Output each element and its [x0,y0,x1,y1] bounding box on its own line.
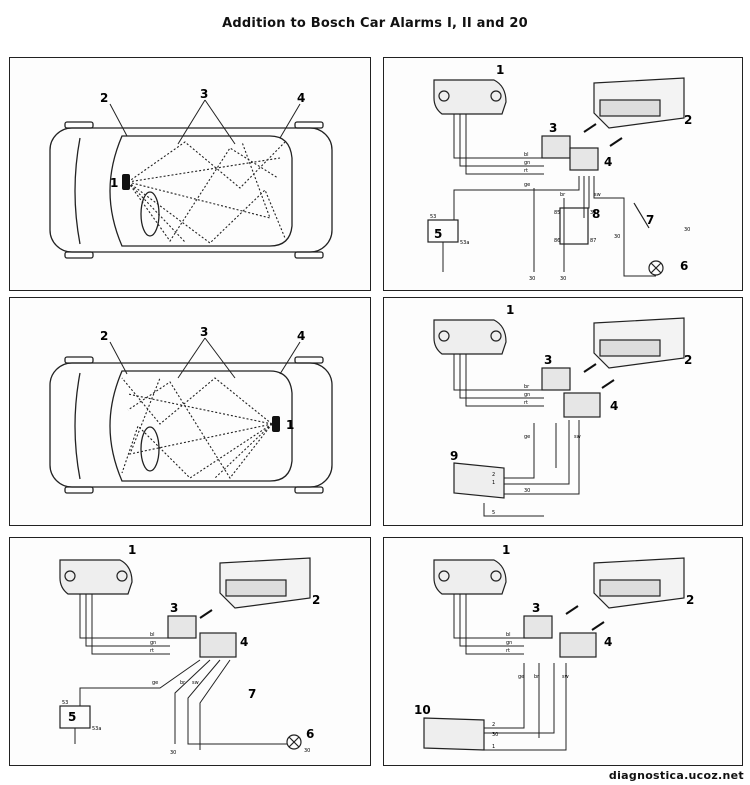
wire-gn: gn [506,640,512,646]
wire-gn: gn [524,160,530,166]
wire-rt: rt [524,168,528,174]
term-5: 5 [492,510,495,516]
term-2: 2 [492,722,495,728]
term-30-b: 30 [560,276,566,282]
wire-bl: bl [524,152,529,158]
term-30-relay: 30 [590,210,596,216]
label-4: 4 [240,635,248,649]
wire-rt: rt [506,648,510,654]
wire-br: br [524,384,530,390]
term-86: 86 [554,238,560,244]
label-9: 9 [450,449,458,463]
wiring-diagram-relay: 1 2 3 4 5 6 7 8 bl gn rt ge br sw 53 53a… [427,63,692,282]
car-top-view-diagram: 2 3 4 1 [49,87,333,259]
wire-br: br [534,674,540,680]
term-30-a: 30 [170,750,176,756]
label-2: 2 [684,113,692,127]
term-53a: 53a [460,240,469,246]
wire-bl: bl [150,632,155,638]
term-85: 85 [554,210,560,216]
label-4: 4 [604,155,612,169]
wire-ge: ge [524,182,530,188]
label-1: 1 [506,303,514,317]
wire-br: br [180,680,186,686]
label-2: 2 [686,593,694,607]
wire-ge: ge [518,674,524,680]
wire-sw: sw [192,680,199,686]
wiring-diagram-module-9: 1 2 3 4 9 br gn rt ge sw 2 1 30 5 [433,303,692,517]
wiring-diagram-horn: 1 2 3 4 5 6 7 bl gn rt ge br sw 53 53a 3… [59,543,320,756]
wire-sw: sw [562,674,569,680]
panel-wiring-module-10: 1 2 3 4 10 bl gn rt ge br sw 2 30 1 [383,537,743,766]
term-53a: 53a [92,726,101,732]
car-top-view-diagram-2: 2 3 4 1 [49,325,333,494]
label-7: 7 [248,687,256,701]
panel-wiring-module-9: 1 2 3 4 9 br gn rt ge sw 2 1 30 5 [383,297,743,526]
term-87: 87 [590,238,596,244]
label-1: 1 [502,543,510,557]
label-10: 10 [414,703,431,717]
term-30-b: 30 [304,748,310,754]
label-3: 3 [544,353,552,367]
term-1: 1 [492,480,495,486]
wire-sw: sw [574,434,581,440]
panel-wiring-relay: 1 2 3 4 5 6 7 8 bl gn rt ge br sw 53 53a… [383,57,743,291]
term-30-c: 30 [684,227,690,233]
label-3: 3 [532,601,540,615]
label-5: 5 [68,710,76,724]
term-30: 30 [492,732,498,738]
label-6: 6 [680,259,688,273]
panel-wiring-horn: 1 2 3 4 5 6 7 bl gn rt ge br sw 53 53a 3… [9,537,371,766]
label-7: 7 [646,213,654,227]
label-4-window: 4 [297,91,305,105]
term-53: 53 [62,700,68,706]
label-3: 3 [200,325,208,339]
label-3-beams: 3 [200,87,208,101]
wire-ge: ge [152,680,158,686]
wire-sw: sw [594,192,601,198]
label-2: 2 [312,593,320,607]
term-1: 1 [492,744,495,750]
label-4: 4 [604,635,612,649]
wire-bl: bl [506,632,511,638]
label-6: 6 [306,727,314,741]
label-2: 2 [684,353,692,367]
wiring-diagram-module-10: 1 2 3 4 10 bl gn rt ge br sw 2 30 1 [414,543,694,751]
panel-car-sensor-right: 2 3 4 1 [9,297,371,526]
term-2: 2 [492,472,495,478]
label-2: 2 [100,329,108,343]
wire-rt: rt [150,648,154,654]
wire-gn: gn [150,640,156,646]
label-1: 1 [128,543,136,557]
label-1: 1 [496,63,504,77]
term-53: 53 [430,214,436,220]
label-1-sensor: 1 [110,176,118,190]
wire-gn: gn [524,392,530,398]
term-30-a: 30 [529,276,535,282]
label-4: 4 [610,399,618,413]
label-3: 3 [170,601,178,615]
label-1-sensor: 1 [286,418,294,432]
label-1-interior-mirror: 2 [100,91,108,105]
panel-car-sensor-left: 2 3 4 1 [9,57,371,291]
wire-rt: rt [524,400,528,406]
footer-watermark: diagnostica.ucoz.net [608,769,744,782]
label-4: 4 [297,329,305,343]
page-title: Addition to Bosch Car Alarms I, II and 2… [222,16,528,31]
wire-ge: ge [524,434,530,440]
term-30: 30 [524,488,530,494]
term-30-d: 30 [614,234,620,240]
label-3: 3 [549,121,557,135]
label-8: 8 [592,207,600,221]
label-5: 5 [434,227,442,241]
wire-br: br [560,192,566,198]
